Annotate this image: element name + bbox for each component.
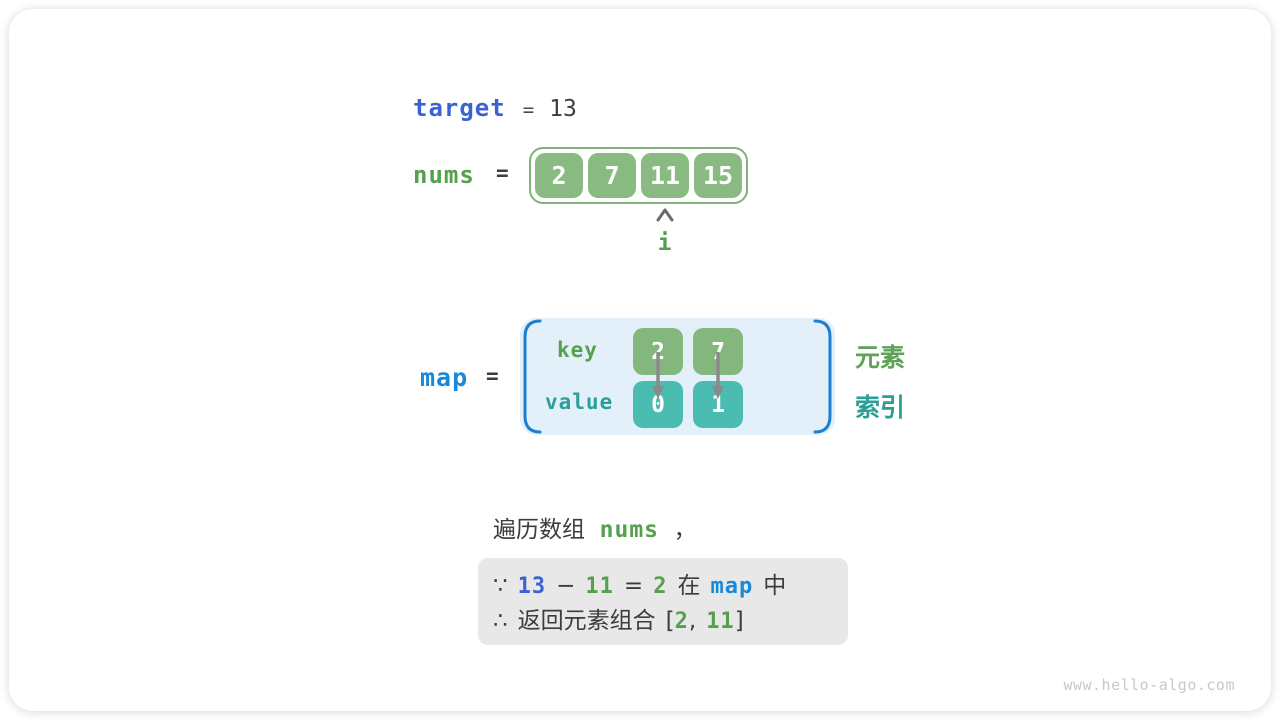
- minus-sign: −: [556, 573, 576, 599]
- because-symbol: ∵: [493, 573, 508, 599]
- current-number: 11: [585, 574, 614, 599]
- in-suffix-word: 中: [763, 573, 787, 599]
- element-annotation: 元素: [855, 343, 906, 372]
- map-key-row-label: key: [557, 338, 598, 362]
- target-equals-sign: =: [522, 99, 535, 121]
- map-right-bracket-icon: [813, 319, 832, 434]
- watermark: www.hello-algo.com: [1063, 676, 1235, 694]
- nums-array-cell: 15: [694, 153, 742, 198]
- key-to-value-arrow-icon: [712, 352, 724, 399]
- index-annotation: 索引: [855, 393, 906, 422]
- caption-suffix: ，: [673, 517, 697, 543]
- in-word: 在: [677, 573, 701, 599]
- target-row: target = 13: [413, 94, 577, 122]
- comma: ,: [688, 608, 697, 634]
- caption-prefix: 遍历数组: [493, 517, 585, 543]
- nums-array: 2 7 11 15: [529, 147, 748, 204]
- map-equals-sign: =: [486, 364, 499, 388]
- nums-array-cell: 2: [535, 153, 583, 198]
- map-key-cell: 2: [633, 328, 683, 375]
- therefore-symbol: ∴: [493, 608, 508, 634]
- return-text: 返回元素组合: [517, 608, 656, 634]
- pointer-caret-icon: [656, 208, 674, 222]
- target-value: 13: [549, 96, 577, 122]
- nums-array-cell: 7: [588, 153, 636, 198]
- equals-sign: =: [623, 573, 644, 599]
- caption-nums-code: nums: [599, 517, 660, 543]
- complement-number: 2: [653, 574, 668, 599]
- key-to-value-arrow-icon: [652, 352, 664, 399]
- map-word: map: [710, 574, 754, 599]
- bracket-open: [: [665, 608, 675, 634]
- map-value-row-label: value: [545, 390, 614, 414]
- result-number-2: 11: [706, 609, 735, 634]
- bracket-close: ]: [734, 608, 744, 634]
- result-number-1: 2: [674, 609, 689, 634]
- target-number: 13: [517, 574, 547, 599]
- pointer-index-label: i: [657, 230, 673, 256]
- map-variable-label: map: [420, 363, 469, 392]
- caption-line: 遍历数组 nums ，: [493, 510, 697, 544]
- map-left-bracket-icon: [523, 319, 542, 434]
- nums-array-cell: 11: [641, 153, 689, 198]
- nums-equals-sign: =: [496, 161, 509, 185]
- note-line-therefore: ∴ 返回元素组合 [2, 11]: [493, 604, 848, 639]
- nums-variable-label: nums: [413, 161, 475, 189]
- map-box: key value 2 7 0 1: [520, 318, 835, 435]
- target-variable-label: target: [413, 94, 506, 122]
